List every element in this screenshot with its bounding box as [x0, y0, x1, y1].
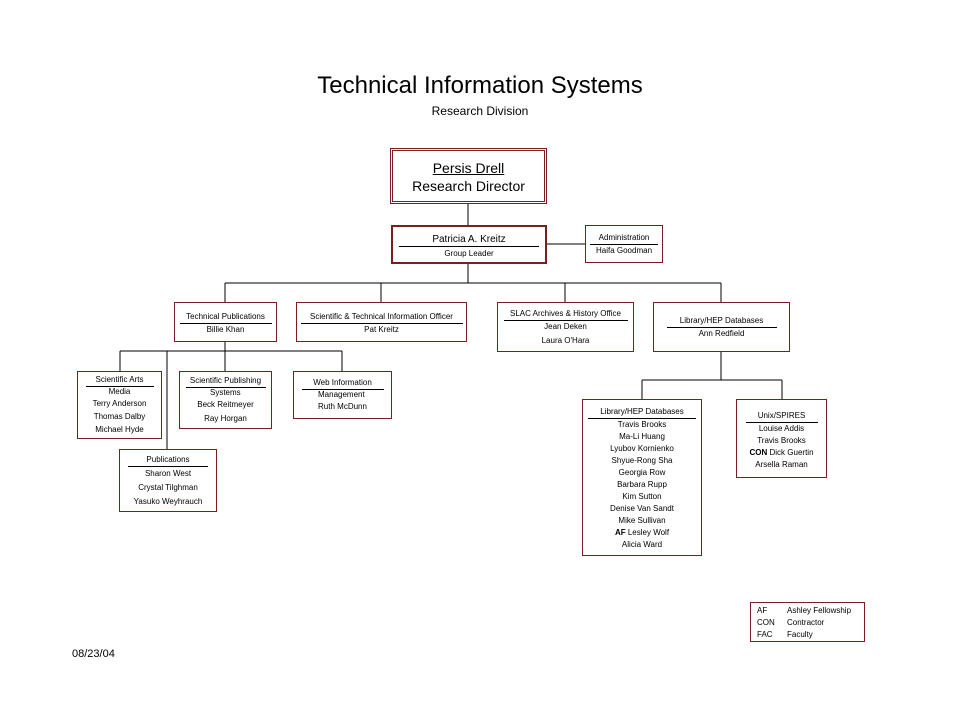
administration-box: Administration Haifa Goodman: [585, 225, 663, 263]
tech-pubs-header: Technical Publications: [179, 311, 272, 324]
library-header: Library/HEP Databases: [666, 315, 777, 328]
lib-db-person-2: Ma-Li Huang: [619, 432, 665, 441]
chart-title: Technical Information Systems: [317, 72, 643, 99]
lib-db-person-1: Travis Brooks: [617, 420, 667, 429]
af-tag: AF: [614, 528, 626, 537]
lib-db-header: Library/HEP Databases: [588, 406, 696, 419]
unix-spires-box: Unix/SPIRES Louise Addis Travis Brooks C…: [736, 399, 827, 478]
lib-db-person-3: Lyubov Kornienko: [610, 444, 674, 453]
legend-row-fac: FAC Faculty: [751, 629, 864, 641]
scientific-publishing-box: Scientific Publishing Systems Beck Reitm…: [179, 371, 272, 429]
sci-pub-sub: Systems: [210, 388, 241, 397]
lib-db-person-5: Georgia Row: [618, 468, 666, 477]
legend-row-con: CON Contractor: [751, 617, 864, 629]
con-tag: CON: [749, 448, 768, 457]
archives-person-1: Jean Deken: [544, 322, 587, 331]
legend-code: FAC: [757, 630, 773, 639]
legend-row-af: AF Ashley Fellowship: [751, 605, 864, 617]
web-info-box: Web Information Management Ruth McDunn: [293, 371, 392, 419]
unix-person-1: Louise Addis: [758, 424, 805, 433]
publications-header: Publications: [128, 454, 208, 467]
lib-db-person-8: Denise Van Sandt: [610, 504, 674, 513]
scientific-arts-box: Scientific Arts Media Terry Anderson Tho…: [77, 371, 162, 439]
publications-box: Publications Sharon West Crystal Tilghma…: [119, 449, 217, 512]
sci-pub-person-2: Ray Horgan: [204, 414, 247, 423]
legend-code: CON: [757, 618, 775, 627]
legend-label: Contractor: [787, 618, 825, 627]
lib-db-person-10-row: AF Lesley Wolf: [583, 527, 701, 539]
lib-db-person-6: Barbara Rupp: [617, 480, 667, 489]
legend-box: AF Ashley Fellowship CON Contractor FAC …: [750, 602, 865, 642]
director-role: Research Director: [412, 178, 525, 194]
sci-arts-person-3: Michael Hyde: [95, 425, 144, 434]
lib-db-person-7: Kim Sutton: [622, 492, 662, 501]
web-info-person: Ruth McDunn: [318, 402, 367, 411]
admin-person: Haifa Goodman: [595, 246, 653, 255]
director-name: Persis Drell: [432, 160, 505, 176]
web-info-header: Web Information: [301, 377, 384, 390]
publications-person-3: Yasuko Weyhrauch: [133, 497, 203, 506]
publications-person-2: Crystal Tilghman: [138, 483, 198, 492]
unix-person-3: Dick Guertin: [769, 448, 814, 457]
unix-person-4: Arsella Raman: [755, 460, 808, 469]
archives-box: SLAC Archives & History Office Jean Deke…: [497, 302, 634, 352]
archives-person-2: Laura O'Hara: [541, 336, 590, 345]
sci-arts-header: Scientific Arts: [85, 374, 154, 387]
chart-subtitle: Research Division: [431, 104, 529, 118]
unix-person-3-row: CON Dick Guertin: [737, 447, 826, 459]
group-leader-box: Patricia A. Kreitz Group Leader: [391, 225, 547, 264]
archives-header: SLAC Archives & History Office: [503, 308, 628, 321]
publications-person-1: Sharon West: [144, 469, 192, 478]
library-db-box: Library/HEP Databases Travis Brooks Ma-L…: [582, 399, 702, 556]
sci-arts-person-1: Terry Anderson: [92, 399, 147, 408]
sci-pub-header: Scientific Publishing: [185, 375, 266, 388]
date-stamp: 08/23/04: [72, 648, 115, 660]
sci-arts-sub: Media: [108, 387, 131, 396]
lib-db-person-10: Lesley Wolf: [627, 528, 670, 537]
leader-role: Group Leader: [444, 249, 494, 258]
director-box: Persis Drell Research Director: [390, 148, 547, 204]
library-person: Ann Redfield: [698, 329, 745, 338]
sci-pub-person-1: Beck Reitmeyer: [197, 400, 254, 409]
legend-code: AF: [757, 606, 768, 615]
lib-db-person-4: Shyue-Rong Sha: [611, 456, 673, 465]
lib-db-person-9: Mike Sullivan: [618, 516, 666, 525]
leader-name: Patricia A. Kreitz: [399, 233, 539, 247]
legend-label: Ashley Fellowship: [787, 606, 852, 615]
unix-header: Unix/SPIRES: [745, 410, 818, 423]
lib-db-person-11: Alicia Ward: [621, 540, 663, 549]
tech-pubs-person: Billie Khan: [206, 325, 245, 334]
legend-label: Faculty: [787, 630, 813, 639]
admin-header: Administration: [590, 232, 658, 245]
stio-box: Scientific & Technical Information Offic…: [296, 302, 467, 342]
web-info-sub: Management: [318, 390, 365, 399]
stio-person: Pat Kreitz: [364, 325, 399, 334]
sci-arts-person-2: Thomas Dalby: [93, 412, 146, 421]
library-box: Library/HEP Databases Ann Redfield: [653, 302, 790, 352]
technical-publications-box: Technical Publications Billie Khan: [174, 302, 277, 342]
unix-person-2: Travis Brooks: [757, 436, 806, 445]
stio-header: Scientific & Technical Information Offic…: [300, 311, 463, 324]
